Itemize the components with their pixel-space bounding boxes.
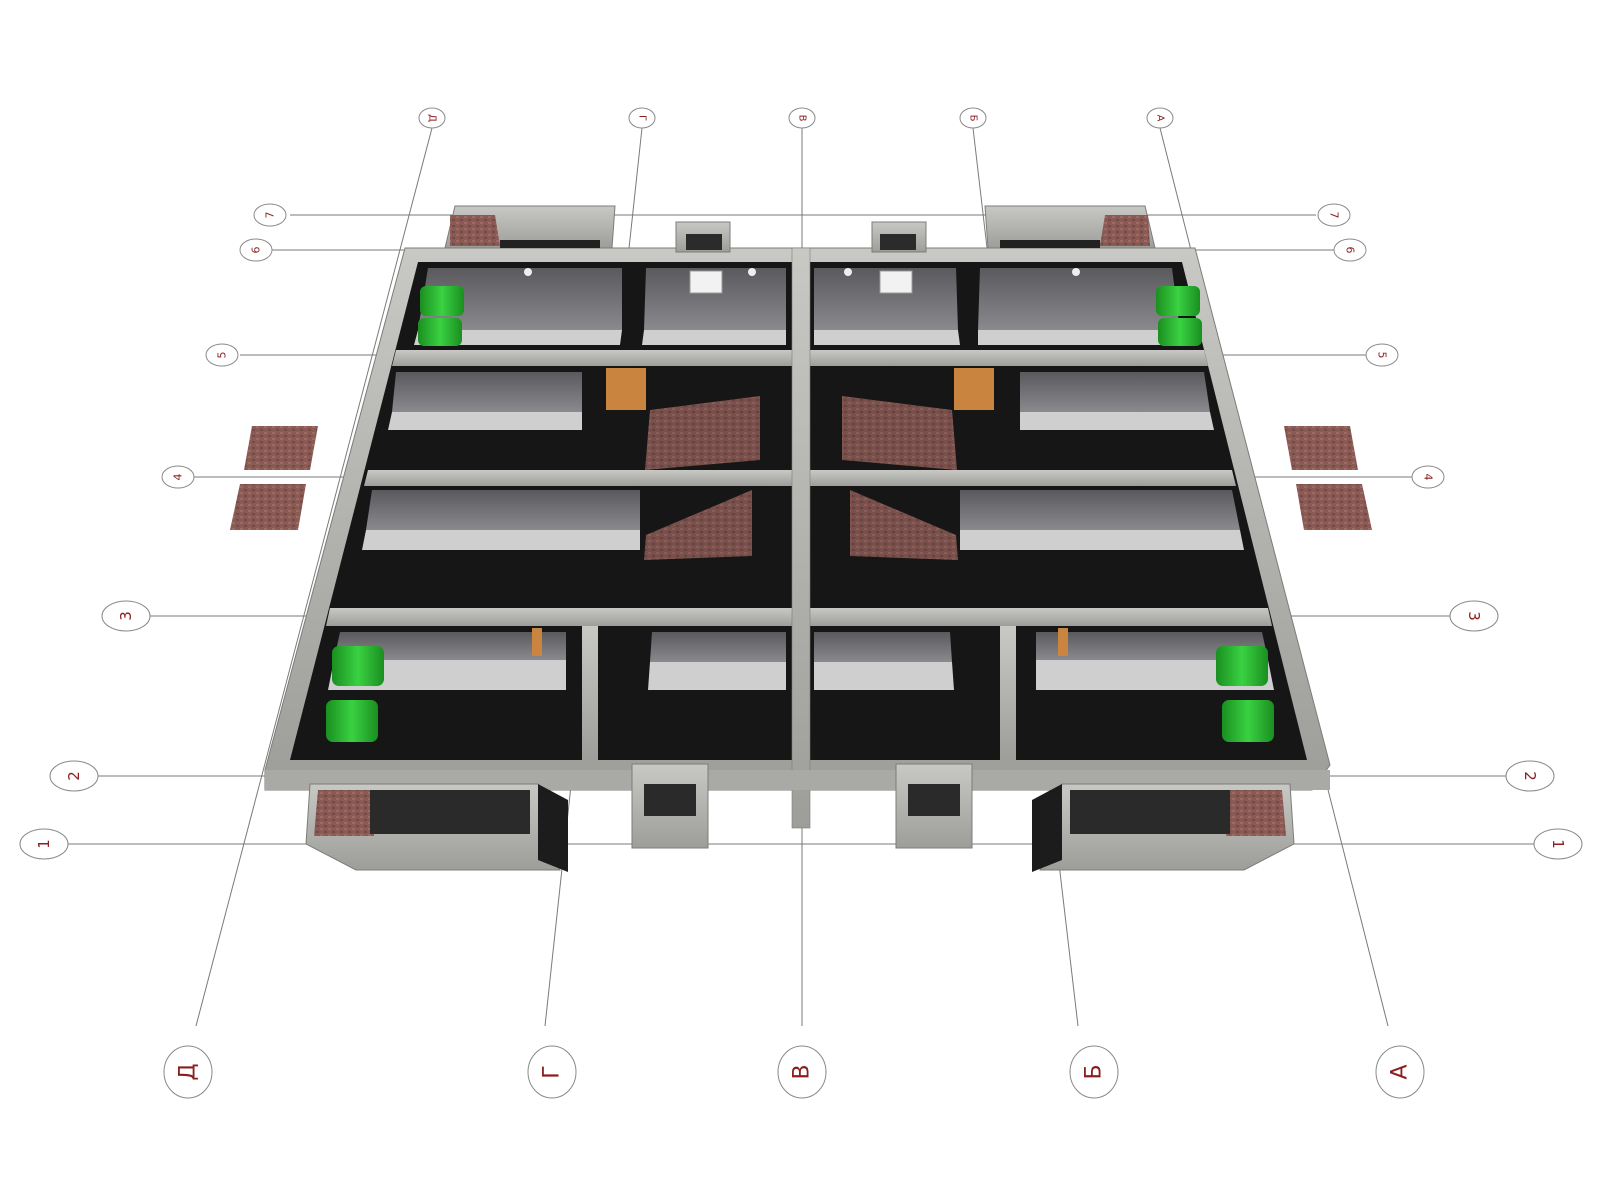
staircase-right — [842, 396, 957, 470]
lamp-icon — [748, 268, 756, 276]
axis-bubble-bottom-G-label: Г — [540, 1065, 565, 1078]
boiler-icon — [326, 700, 378, 742]
axis-bubble-top-D: Д — [418, 107, 446, 129]
axis-bubble-top-D-label: Д — [427, 114, 438, 122]
axis-bubble-right-5-label: 5 — [1376, 352, 1389, 359]
axis-bubble-bottom-B-label: Б — [1082, 1064, 1107, 1079]
axis-bubble-left-4-label: 4 — [172, 474, 185, 481]
axis-bubble-top-A: А — [1146, 107, 1174, 129]
window-icon — [689, 270, 723, 294]
lamp-icon — [524, 268, 532, 276]
axis-markers: Д Д Г Г В В Б Б А А 7 7 6 6 5 5 4 4 3 3 2 2 1 1 — [19, 107, 1583, 1099]
axis-bubble-right-5: 5 — [1365, 343, 1399, 367]
axis-bubble-bottom-G: Г — [527, 1045, 577, 1099]
wood-door — [606, 368, 646, 410]
central-spine-wall — [791, 247, 811, 829]
rooms-row-3 — [362, 490, 1244, 560]
axis-bubble-bottom-A: А — [1375, 1045, 1425, 1099]
axis-bubble-top-B-label: Б — [968, 115, 979, 122]
boiler-icon — [332, 646, 384, 686]
lamp-icon — [1072, 268, 1080, 276]
porch-top-left — [444, 205, 616, 249]
axis-bubble-right-6: 6 — [1333, 238, 1367, 262]
axis-bubble-left-2-label: 2 — [65, 771, 83, 781]
axis-bubble-top-G-label: Г — [637, 115, 648, 121]
entry-top-right — [871, 221, 927, 253]
axis-line-D — [195, 127, 433, 1027]
axis-bubble-right-4-label: 4 — [1422, 474, 1435, 481]
brick-pad-left-upper — [244, 426, 318, 470]
axis-bubble-left-1-label: 1 — [35, 839, 53, 849]
axis-bubble-right-3-label: 3 — [1465, 611, 1483, 621]
axis-bubble-bottom-V-label: В — [790, 1064, 815, 1079]
wood-door — [954, 368, 994, 410]
axis-bubble-right-4: 4 — [1411, 465, 1445, 489]
axis-bubble-top-V: В — [788, 107, 816, 129]
entry-bottom-right — [895, 763, 973, 849]
wood-door — [532, 628, 542, 656]
staircase-left-lower — [644, 490, 752, 560]
wood-door — [1058, 628, 1068, 656]
axis-bubble-left-6: 6 — [239, 238, 273, 262]
boiler-icon — [1216, 646, 1268, 686]
porch-top-right — [984, 205, 1156, 249]
axis-bubble-bottom-D: Д — [163, 1045, 213, 1099]
porch-bottom-right — [1032, 783, 1295, 872]
axis-bubble-bottom-D-label: Д — [176, 1063, 201, 1080]
axis-bubble-right-2-label: 2 — [1521, 771, 1539, 781]
rooms-row-top — [414, 268, 1202, 346]
partition-wall — [582, 626, 598, 760]
boiler-icon — [420, 286, 464, 316]
axis-bubble-top-A-label: А — [1155, 115, 1166, 122]
window-icon — [879, 270, 913, 294]
building-model — [230, 205, 1372, 872]
boiler-icon — [418, 318, 462, 346]
lamp-icon — [844, 268, 852, 276]
axis-bubble-right-1-label: 1 — [1549, 839, 1567, 849]
axis-bubble-right-6-label: 6 — [1344, 247, 1357, 254]
axis-bubble-top-B: Б — [959, 107, 987, 129]
axis-bubble-left-4: 4 — [161, 465, 195, 489]
entry-top-left — [675, 221, 731, 253]
rooms-row-2 — [388, 368, 1214, 470]
axis-bubble-left-2: 2 — [49, 760, 99, 792]
axis-bubble-left-7: 7 — [253, 203, 287, 227]
axis-bubble-left-7-label: 7 — [264, 212, 277, 219]
axis-bubble-left-5: 5 — [205, 343, 239, 367]
axis-bubble-left-3-label: 3 — [117, 611, 135, 621]
axis-bubble-left-5-label: 5 — [216, 352, 229, 359]
entry-bottom-left — [631, 763, 709, 849]
rooms-row-bottom — [326, 626, 1274, 760]
partition-wall — [1000, 626, 1016, 760]
axis-bubble-right-7-label: 7 — [1328, 212, 1341, 219]
brick-pad-right-lower — [1296, 484, 1372, 530]
axis-bubble-right-7: 7 — [1317, 203, 1351, 227]
axis-bubble-bottom-B: Б — [1069, 1045, 1119, 1099]
axis-bubble-left-6-label: 6 — [250, 247, 263, 254]
staircase-right-lower — [850, 490, 958, 560]
axis-bubble-top-V-label: В — [797, 115, 808, 122]
axis-bubble-right-1: 1 — [1533, 828, 1583, 860]
brick-pad-right-upper — [1284, 426, 1358, 470]
axis-bubble-top-G: Г — [628, 107, 656, 129]
brick-pad-left-lower — [230, 484, 306, 530]
boiler-icon — [1158, 318, 1202, 346]
axis-bubble-right-2: 2 — [1505, 760, 1555, 792]
axis-bubble-bottom-V: В — [777, 1045, 827, 1099]
axis-bubble-left-3: 3 — [101, 600, 151, 632]
axis-bubble-bottom-A-label: А — [1388, 1064, 1413, 1079]
porch-bottom-left — [305, 783, 568, 872]
axis-bubble-right-3: 3 — [1449, 600, 1499, 632]
boiler-icon — [1222, 700, 1274, 742]
axis-bubble-left-1: 1 — [19, 828, 69, 860]
staircase-left — [645, 396, 760, 470]
boiler-icon — [1156, 286, 1200, 316]
